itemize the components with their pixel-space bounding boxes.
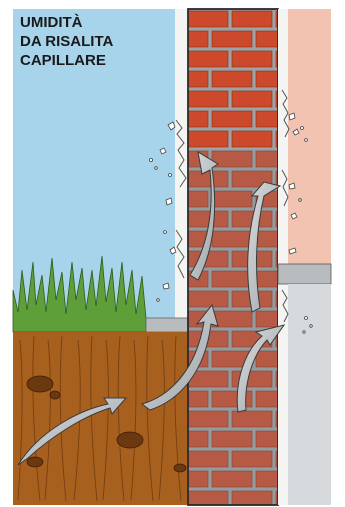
brick bbox=[275, 50, 278, 68]
brick bbox=[255, 310, 278, 328]
brick bbox=[188, 490, 229, 505]
stone-icon bbox=[26, 375, 187, 473]
brick bbox=[275, 450, 278, 468]
brick bbox=[231, 90, 273, 108]
brick bbox=[188, 110, 209, 128]
moisture-arrow-icon bbox=[189, 151, 219, 281]
brick bbox=[211, 470, 253, 488]
brick bbox=[255, 430, 278, 448]
brick bbox=[231, 130, 273, 148]
brick bbox=[231, 490, 273, 505]
brick bbox=[231, 50, 273, 68]
brick bbox=[211, 150, 253, 168]
brick bbox=[275, 130, 278, 148]
moisture-arrows bbox=[17, 151, 286, 466]
brick bbox=[255, 470, 278, 488]
brick bbox=[188, 470, 209, 488]
title-line-2: DA RISALITA bbox=[20, 33, 113, 50]
brick bbox=[188, 290, 229, 308]
brick bbox=[188, 410, 229, 428]
exterior-sky bbox=[13, 9, 175, 332]
brick bbox=[188, 50, 229, 68]
moisture-arrow-icon bbox=[17, 397, 128, 466]
brick bbox=[275, 370, 278, 388]
brick bbox=[275, 210, 278, 228]
brick bbox=[188, 30, 209, 48]
crack-icon bbox=[175, 119, 187, 279]
brick bbox=[255, 30, 278, 48]
moisture-arrow-icon bbox=[140, 303, 219, 411]
brick bbox=[211, 30, 253, 48]
title-line-3: CAPILLARE bbox=[20, 52, 106, 69]
brick bbox=[188, 70, 209, 88]
brick bbox=[255, 350, 278, 368]
brick bbox=[231, 170, 273, 188]
brick bbox=[188, 10, 229, 28]
brick bbox=[188, 450, 229, 468]
interior-lower-wall bbox=[288, 284, 331, 505]
brick bbox=[188, 370, 229, 388]
soil bbox=[13, 332, 188, 505]
brick bbox=[188, 190, 209, 208]
title: UMIDITÀ DA RISALITA CAPILLARE bbox=[20, 14, 113, 69]
brick bbox=[188, 390, 209, 408]
brick bbox=[275, 490, 278, 505]
brick bbox=[211, 110, 253, 128]
brick bbox=[211, 70, 253, 88]
brick bbox=[211, 430, 253, 448]
brick bbox=[255, 150, 278, 168]
crack-icon bbox=[281, 89, 290, 323]
brick bbox=[275, 10, 278, 28]
brick bbox=[231, 410, 273, 428]
moisture-arrow-icon bbox=[247, 181, 282, 313]
interior-flakes bbox=[288, 112, 313, 334]
moisture-arrow-icon bbox=[236, 324, 286, 413]
brick bbox=[275, 410, 278, 428]
soil-texture bbox=[17, 335, 182, 502]
brick bbox=[231, 450, 273, 468]
brick bbox=[275, 90, 278, 108]
plaster-flakes bbox=[148, 121, 177, 302]
brick bbox=[188, 430, 209, 448]
brick bbox=[255, 70, 278, 88]
brick bbox=[275, 250, 278, 268]
interior-plaster bbox=[278, 9, 288, 505]
brick bbox=[231, 10, 273, 28]
brick bbox=[275, 290, 278, 308]
brick bbox=[188, 130, 229, 148]
brick bbox=[255, 110, 278, 128]
title-line-1: UMIDITÀ bbox=[20, 14, 83, 31]
grass-icon bbox=[12, 255, 147, 333]
brick bbox=[188, 90, 229, 108]
interior-skirting bbox=[277, 263, 332, 285]
interior-wall bbox=[288, 9, 331, 264]
exterior-step bbox=[145, 317, 189, 333]
brick bbox=[255, 390, 278, 408]
